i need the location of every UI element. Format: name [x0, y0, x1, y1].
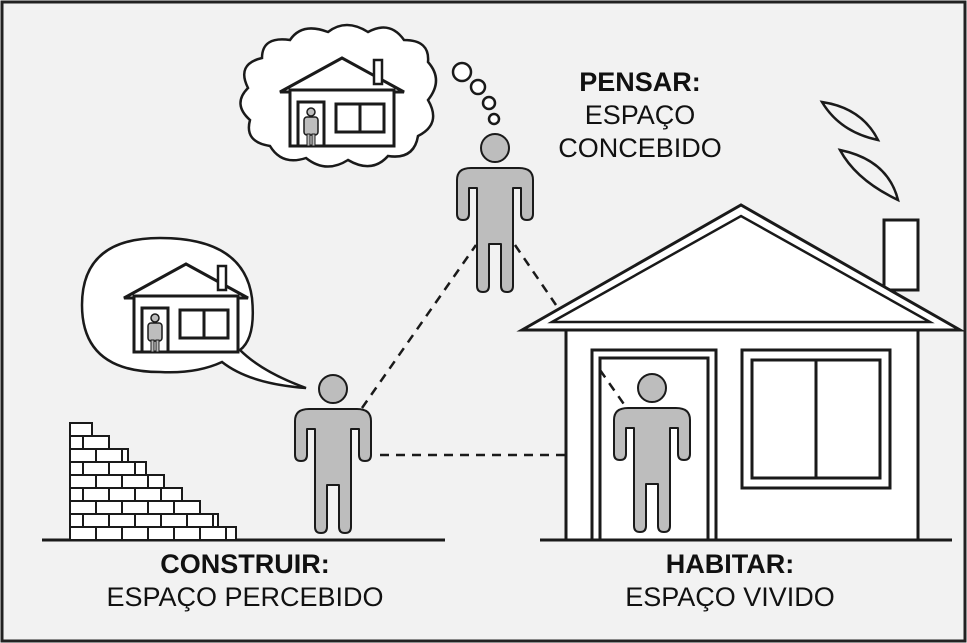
brick — [134, 461, 147, 476]
brick — [121, 448, 129, 463]
label-pensar-line2: CONCEBIDO — [558, 133, 722, 163]
brick — [82, 435, 110, 450]
brick — [225, 526, 237, 541]
label-habitar: HABITAR: ESPAÇO VIVIDO — [560, 548, 900, 614]
brick — [186, 513, 214, 528]
brick — [82, 461, 110, 476]
brick — [108, 461, 136, 476]
brick — [82, 487, 110, 502]
brick — [108, 487, 136, 502]
label-habitar-title: HABITAR: — [665, 549, 795, 579]
brick — [173, 500, 201, 515]
brick — [160, 513, 188, 528]
brick-wall — [69, 422, 237, 541]
label-habitar-subtitle: ESPAÇO VIVIDO — [625, 582, 835, 612]
label-construir-subtitle: ESPAÇO PERCEBIDO — [106, 582, 384, 612]
brick — [82, 513, 110, 528]
thought-bubble-small — [451, 61, 473, 83]
brick — [134, 513, 162, 528]
brick — [69, 448, 97, 463]
brick — [69, 422, 93, 437]
label-construir-title: CONSTRUIR: — [160, 549, 330, 579]
brick — [95, 500, 123, 515]
brick — [95, 526, 123, 541]
chimney — [882, 218, 920, 292]
brick — [69, 435, 84, 450]
brick — [121, 526, 149, 541]
brick — [121, 500, 149, 515]
speech-bubble — [80, 236, 307, 390]
brick — [69, 526, 97, 541]
smoke-icon — [819, 100, 900, 203]
brick — [173, 526, 201, 541]
brick — [147, 526, 175, 541]
brick — [121, 474, 149, 489]
brick — [199, 526, 227, 541]
brick — [69, 513, 84, 528]
brick — [95, 448, 123, 463]
brick — [69, 500, 97, 515]
label-pensar-title: PENSAR: — [579, 67, 701, 97]
brick — [147, 500, 175, 515]
roof-inner — [547, 214, 935, 324]
brick — [69, 487, 84, 502]
brick — [147, 474, 165, 489]
connection-lines — [360, 244, 630, 457]
brick — [95, 474, 123, 489]
brick — [212, 513, 219, 528]
brick — [69, 461, 84, 476]
thought-cloud — [239, 23, 501, 168]
brick — [108, 513, 136, 528]
label-construir: CONSTRUIR: ESPAÇO PERCEBIDO — [55, 548, 435, 614]
brick — [160, 487, 183, 502]
brick — [134, 487, 162, 502]
label-pensar: PENSAR: ESPAÇO CONCEBIDO — [540, 66, 740, 165]
label-pensar-line1: ESPAÇO — [584, 100, 696, 130]
brick — [69, 474, 97, 489]
